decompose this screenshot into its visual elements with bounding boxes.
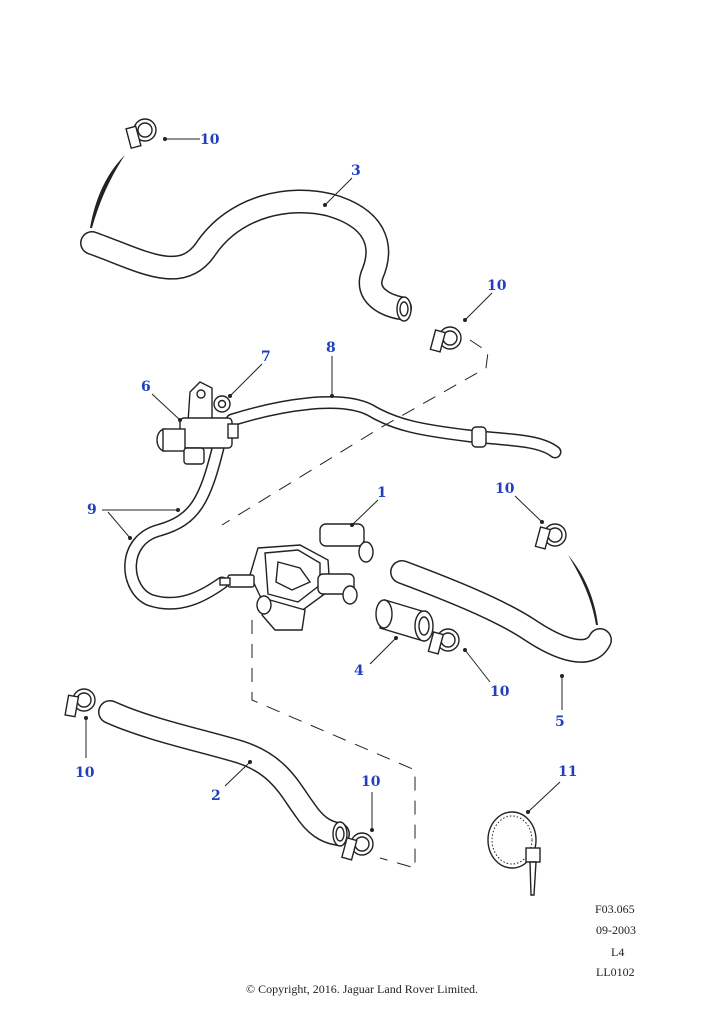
callouts: 10 3 10 7 8 6 1 9 10 4 10 5 10 2 10 11 [75, 132, 577, 804]
callout-4: 4 [354, 663, 364, 679]
copyright-notice: © Copyright, 2016. Jaguar Land Rover Lim… [245, 982, 479, 996]
figure-date: 09-2003 [596, 923, 636, 937]
callout-10: 10 [490, 684, 510, 700]
sleeve-4 [375, 599, 434, 642]
callout-10: 10 [200, 132, 220, 148]
callout-2: 2 [211, 788, 221, 804]
hose-5 [390, 560, 612, 663]
figure-code: LL0102 [596, 965, 635, 979]
callout-10: 10 [361, 774, 381, 790]
nut-7 [213, 395, 231, 413]
hose-9 [124, 441, 229, 610]
callout-10: 10 [75, 765, 95, 781]
callout-3: 3 [351, 163, 361, 179]
callout-1: 1 [377, 485, 387, 501]
hose-2 [98, 700, 350, 847]
hose-8 [225, 396, 562, 459]
leader-lines [84, 137, 564, 832]
hose-3 [80, 189, 412, 322]
cable-tie-11 [487, 811, 541, 896]
callout-6: 6 [141, 379, 151, 395]
callout-9: 9 [87, 502, 97, 518]
callout-11: 11 [558, 764, 577, 780]
hose-direction-marks [90, 155, 598, 625]
callout-8: 8 [326, 340, 336, 356]
valve-housing-1 [219, 523, 374, 631]
callout-10: 10 [495, 481, 515, 497]
figure-level: L4 [611, 945, 625, 959]
figure-number: F03.065 [595, 902, 635, 916]
callout-7: 7 [261, 349, 271, 365]
callout-5: 5 [555, 714, 565, 730]
valve-6 [156, 381, 239, 465]
callout-10: 10 [487, 278, 507, 294]
hose-clip-10 [64, 118, 567, 861]
dashed-guides [221, 339, 489, 869]
